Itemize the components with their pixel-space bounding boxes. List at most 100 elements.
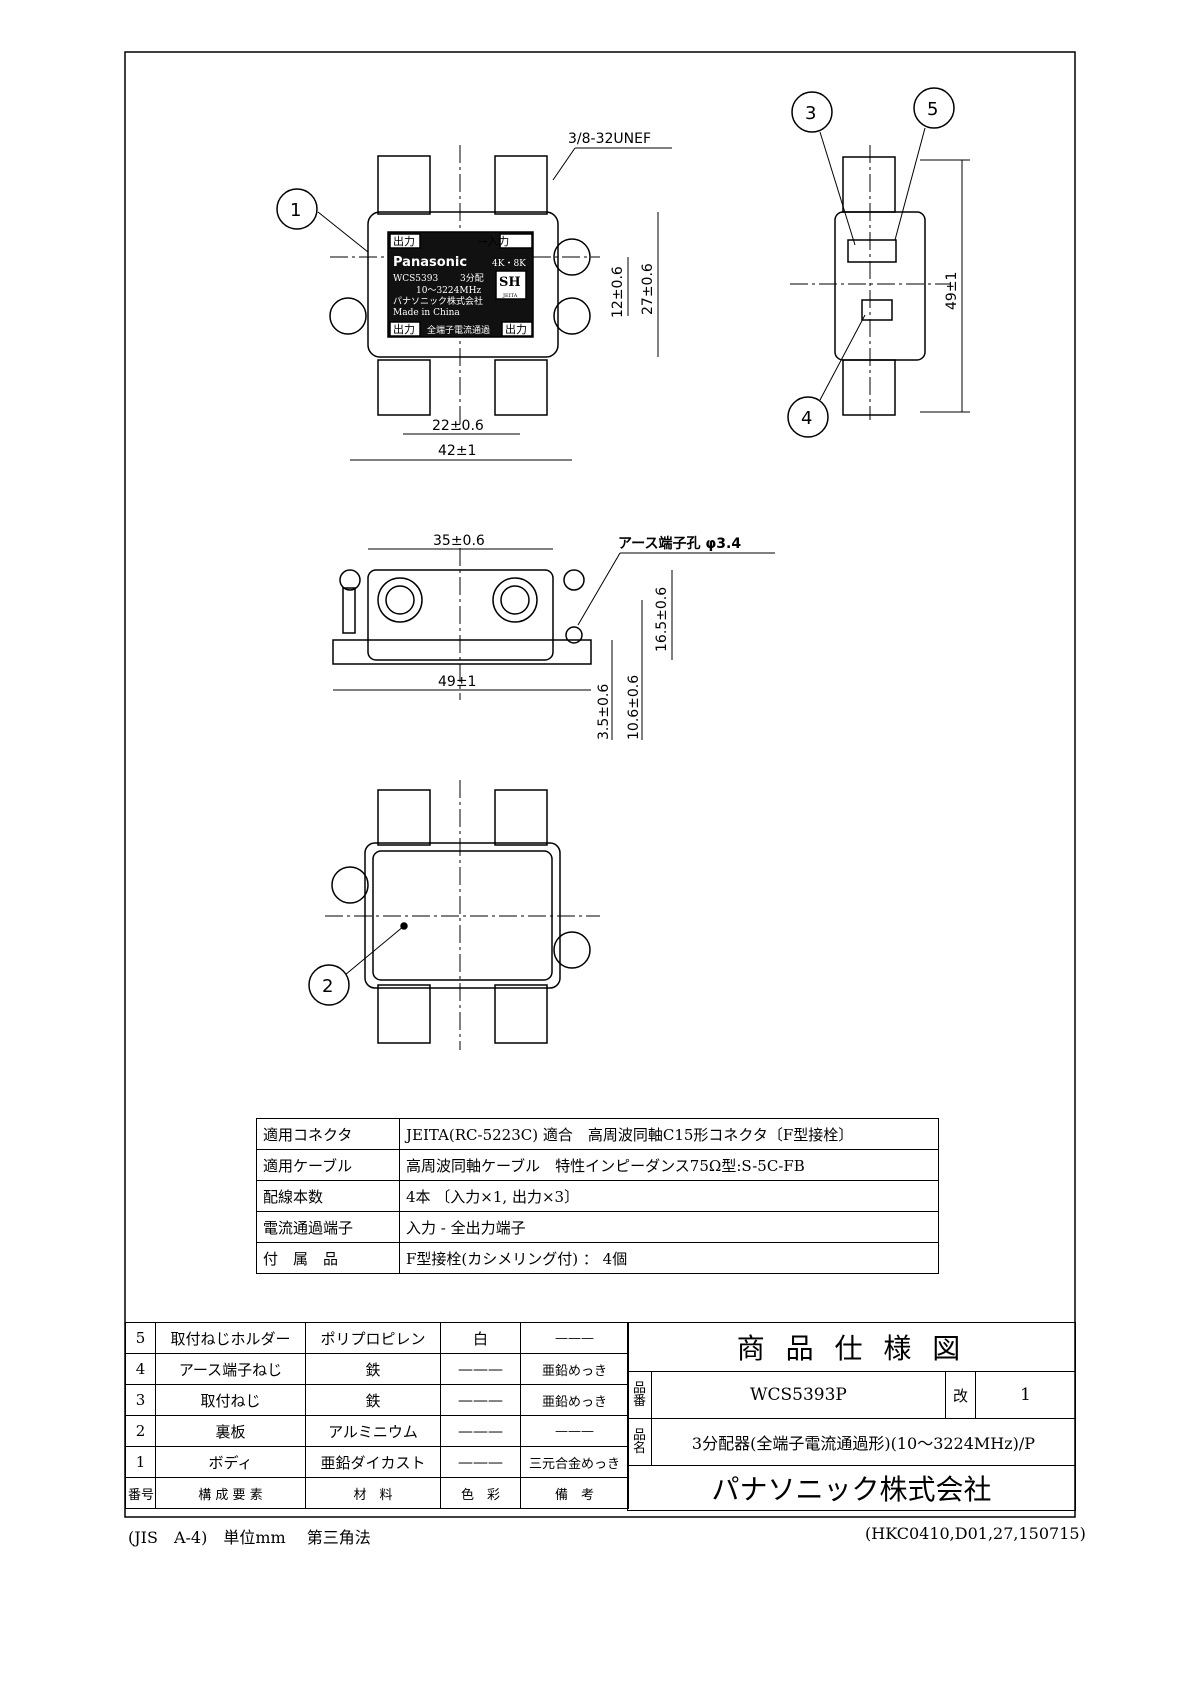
parts-cell: 裏板 [155, 1415, 306, 1447]
balloon-1: 1 [290, 200, 301, 221]
spec-label: 配線本数 [256, 1180, 400, 1212]
parts-cell: ボディ [155, 1446, 306, 1478]
label-origin: Made in China [393, 308, 460, 318]
dim-front-bottom: 49±1 [438, 674, 476, 690]
label-jeita: JEITA [502, 293, 518, 299]
parts-header-cell: 材 料 [305, 1477, 441, 1509]
footer-doc-id: (HKC0410,D01,27,150715) [865, 1524, 1086, 1543]
front-view: 35±0.6 49±1 アース端子孔 φ3.4 16.5±0.6 3.5±0.6… [332, 533, 775, 740]
parts-cell: 亜鉛ダイカスト [305, 1446, 441, 1478]
parts-cell: 5 [125, 1322, 156, 1354]
title-block: 商 品 仕 様 図 品番 WCS5393P 改 1 品名 3分配器(全端子電流通… [627, 1322, 1077, 1511]
top-view: 出力 →入力 Panasonic 4K・8K WCS5393 3分配 10〜32… [329, 131, 672, 461]
company-name: パナソニック株式会社 [627, 1465, 1076, 1511]
parts-cell: ポリプロピレン [305, 1322, 441, 1354]
label-res: 4K・8K [492, 259, 526, 269]
label-sh: SH [499, 275, 521, 290]
side-view: 49±1 [790, 145, 970, 420]
parts-header-cell: 構 成 要 素 [155, 1477, 306, 1509]
part-no: WCS5393P [651, 1371, 946, 1419]
parts-cell: ——— [440, 1384, 521, 1416]
parts-cell: 2 [125, 1415, 156, 1447]
table-row: 電流通過端子入力 - 全出力端子 [256, 1211, 939, 1243]
dim-3-5: 3.5±0.6 [596, 684, 612, 740]
label-split: 3分配 [460, 273, 484, 284]
parts-cell: ——— [520, 1322, 629, 1354]
parts-cell: ——— [520, 1415, 629, 1447]
parts-cell: アルミニウム [305, 1415, 441, 1447]
table-header-row: 番号構 成 要 素材 料色 彩備 考 [125, 1477, 629, 1509]
product-name: 3分配器(全端子電流通過形)(10〜3224MHz)/P [651, 1418, 1076, 1466]
label-pass: 全端子電流通過 [427, 324, 490, 336]
label-out-3: 出力 [505, 322, 527, 336]
parts-header-cell: 備 考 [520, 1477, 629, 1509]
spec-value: 高周波同軸ケーブル 特性インピーダンス75Ω型:S-5C-FB [399, 1149, 939, 1181]
name-label: 品名 [627, 1418, 652, 1466]
parts-cell: 鉄 [305, 1353, 441, 1385]
spec-label: 付 属 品 [256, 1242, 400, 1274]
label-model: WCS5393 [393, 274, 438, 284]
table-row: 適用ケーブル高周波同軸ケーブル 特性インピーダンス75Ω型:S-5C-FB [256, 1149, 939, 1181]
parts-cell: アース端子ねじ [155, 1353, 306, 1385]
spec-value: 入力 - 全出力端子 [399, 1211, 939, 1243]
dim-height-inner: 12±0.6 [610, 266, 626, 318]
drawing-frame [124, 51, 1076, 1518]
label-out-2: 出力 [393, 322, 415, 336]
label-out-1: 出力 [393, 234, 415, 248]
spec-value: 4本 〔入力×1, 出力×3〕 [399, 1180, 939, 1212]
parts-cell: 1 [125, 1446, 156, 1478]
parts-cell: 4 [125, 1353, 156, 1385]
parts-cell: 取付ねじホルダー [155, 1322, 306, 1354]
label-maker: パナソニック株式会社 [393, 295, 483, 307]
balloon-4: 4 [801, 408, 812, 429]
part-no-label: 品番 [627, 1371, 652, 1419]
parts-cell: 鉄 [305, 1384, 441, 1416]
spec-value: JEITA(RC-5223C) 適合 高周波同軸C15形コネクタ〔F型接栓〕 [399, 1118, 939, 1150]
balloons: 1 2 3 4 5 [276, 87, 955, 1006]
balloon-5: 5 [927, 99, 938, 120]
parts-cell: ——— [440, 1353, 521, 1385]
spec-value: F型接栓(カシメリング付) ： 4個 [399, 1242, 939, 1274]
dim-16-5: 16.5±0.6 [654, 587, 670, 652]
dim-width-outer: 42±1 [438, 443, 476, 459]
parts-cell: 3 [125, 1384, 156, 1416]
earth-hole-note: アース端子孔 φ3.4 [618, 535, 741, 552]
dim-side-height: 49±1 [944, 272, 960, 310]
parts-cell: 亜鉛めっき [520, 1353, 629, 1385]
rev-label: 改 [944, 1371, 976, 1419]
dim-10-6: 10.6±0.6 [626, 675, 642, 740]
parts-cell: 亜鉛めっき [520, 1384, 629, 1416]
parts-cell: 白 [440, 1322, 521, 1354]
label-in: →入力 [478, 235, 509, 248]
thread-note: 3/8-32UNEF [568, 131, 651, 147]
parts-cell: 取付ねじ [155, 1384, 306, 1416]
parts-header-cell: 色 彩 [440, 1477, 521, 1509]
balloon-2: 2 [322, 976, 333, 997]
spec-label: 適用コネクタ [256, 1118, 400, 1150]
spec-label: 電流通過端子 [256, 1211, 400, 1243]
balloon-3: 3 [805, 103, 816, 124]
footer-standard: (JIS A-4) 単位mm 第三角法 [128, 1528, 371, 1547]
dim-front-top: 35±0.6 [433, 533, 485, 549]
parts-cell: ——— [440, 1446, 521, 1478]
spec-label: 適用ケーブル [256, 1149, 400, 1181]
parts-cell: ——— [440, 1415, 521, 1447]
dim-width-inner: 22±0.6 [432, 418, 484, 434]
label-brand: Panasonic [393, 255, 467, 270]
parts-cell: 三元合金めっき [520, 1446, 629, 1478]
parts-header-cell: 番号 [125, 1477, 156, 1509]
rev-value: 1 [974, 1371, 1077, 1419]
dim-height-outer: 27±0.6 [640, 263, 656, 315]
